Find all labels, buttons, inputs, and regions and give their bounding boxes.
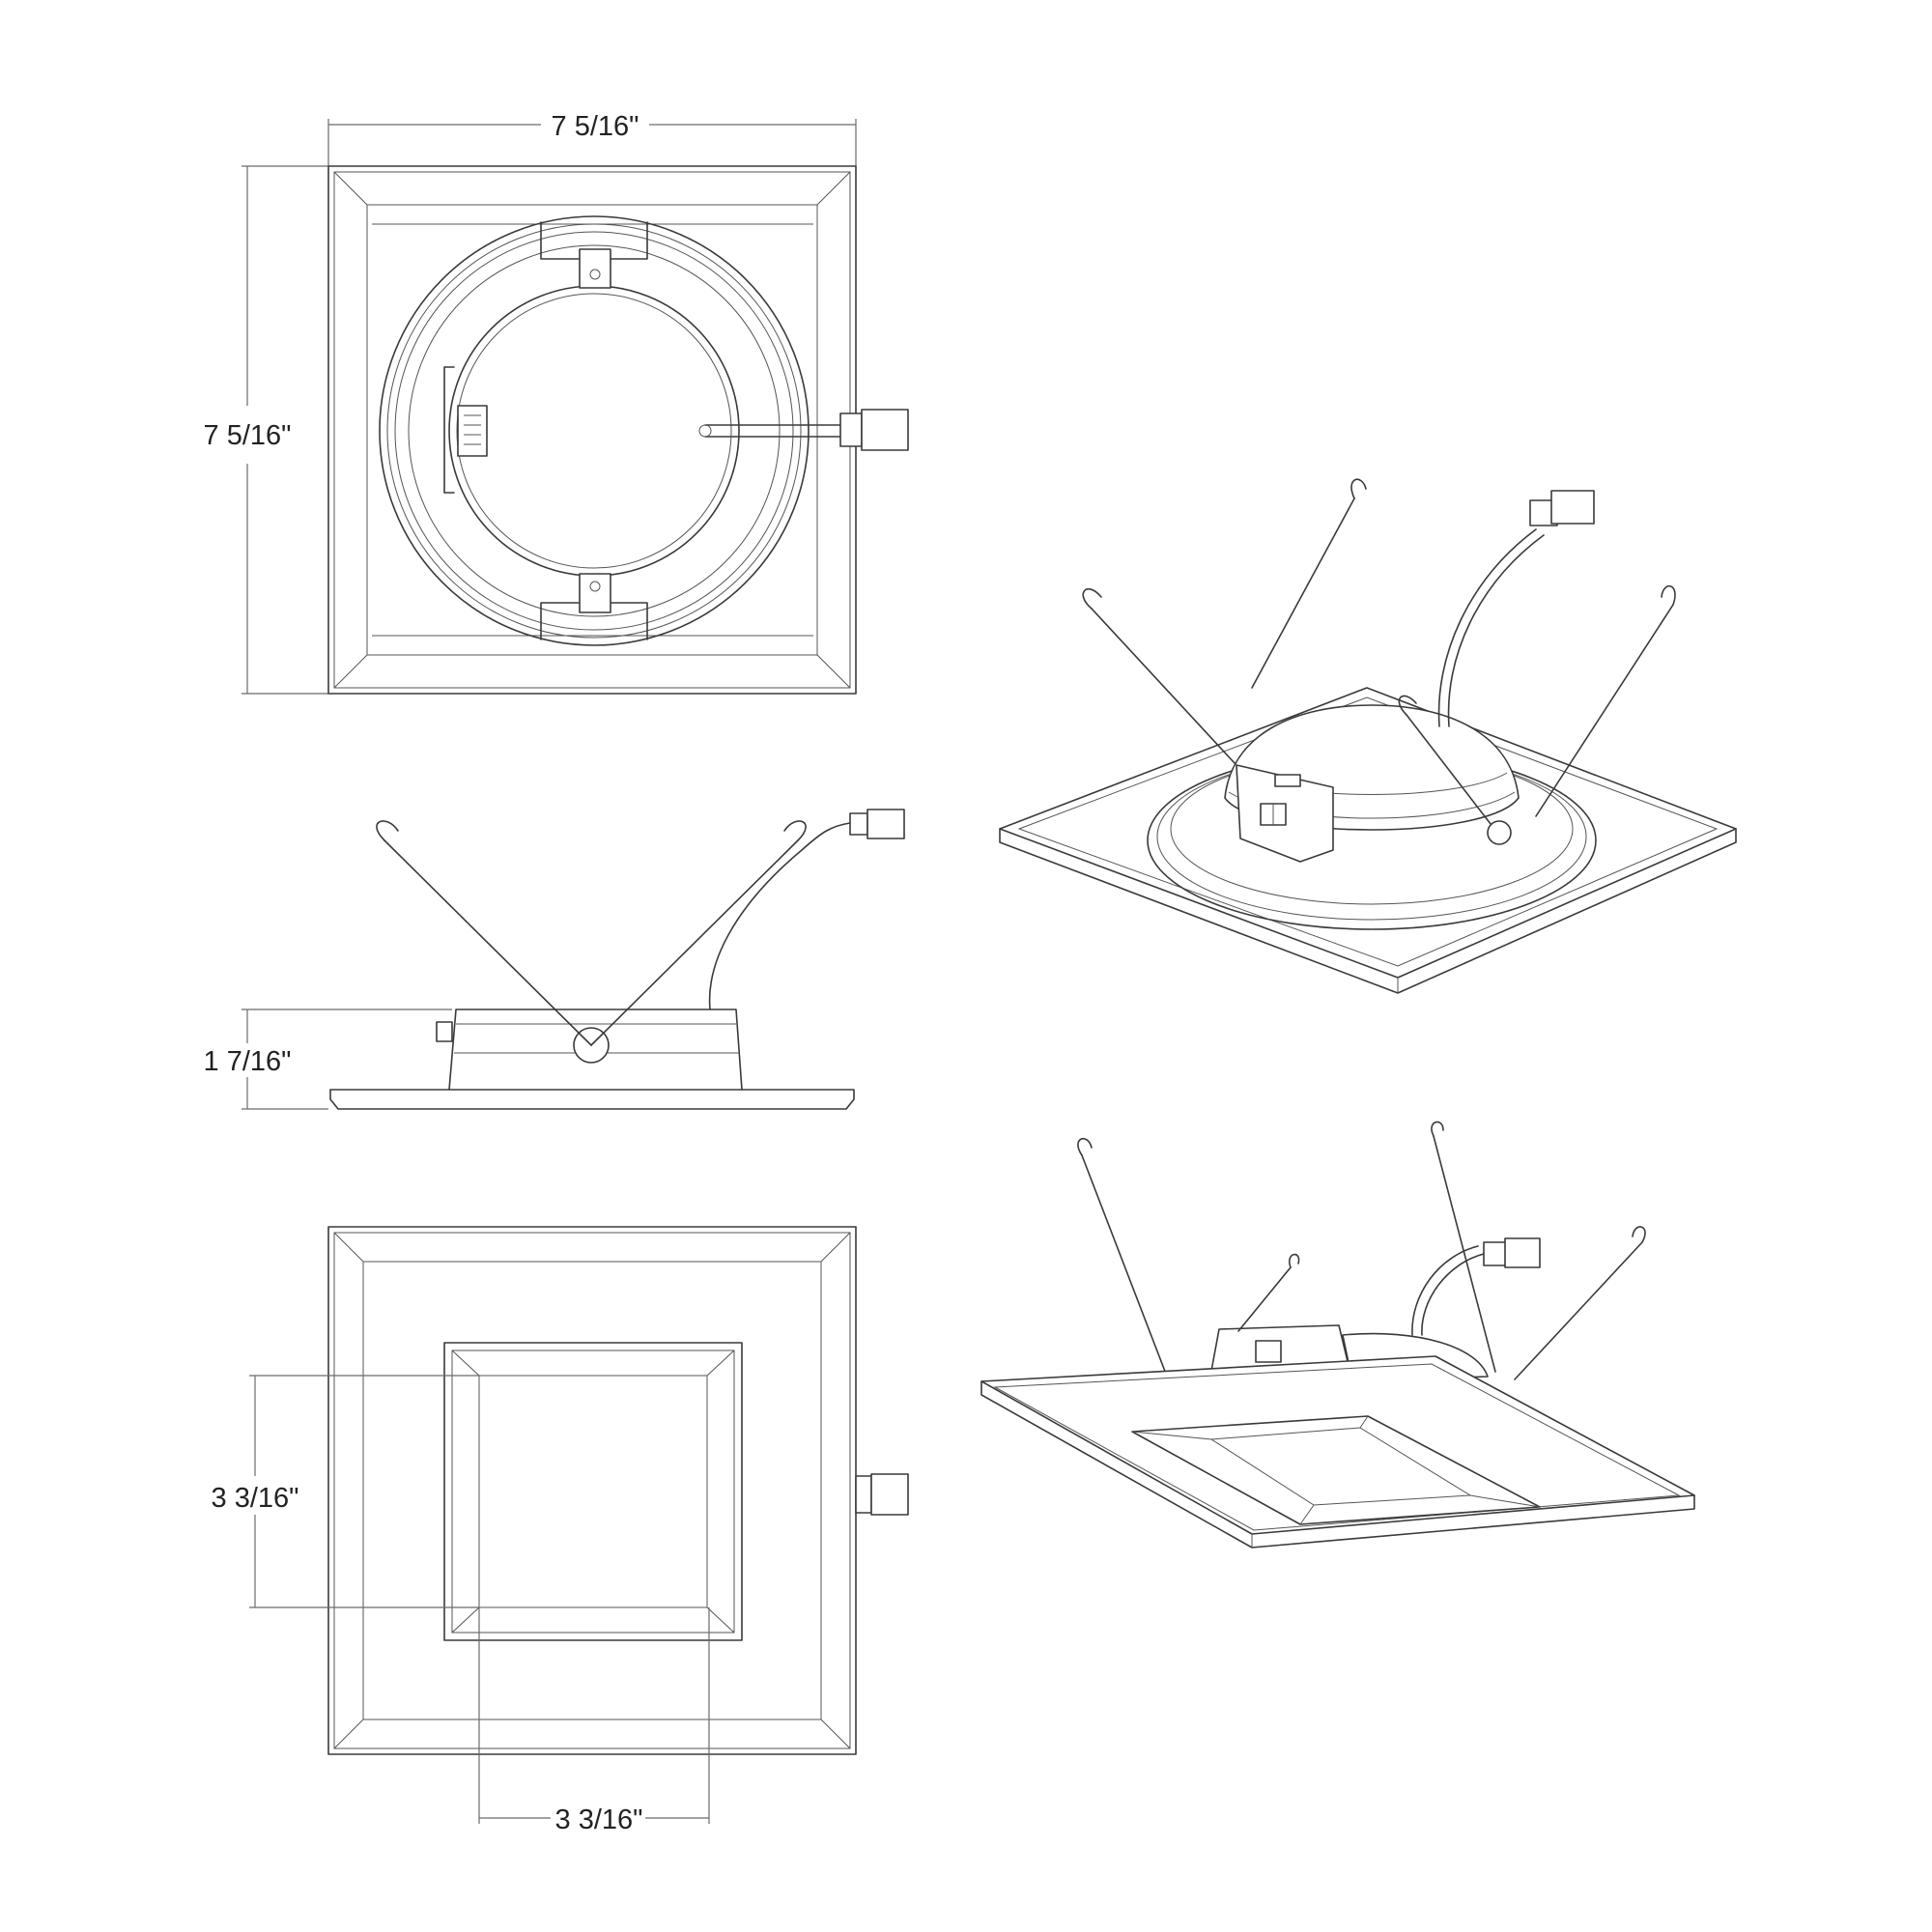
front-view-trim: 3 3/16" 3 3/16" — [212, 1226, 909, 1835]
iso-view-bottom — [980, 1121, 1695, 1548]
top-view-back: 7 5/16" 7 5/16" — [204, 111, 909, 695]
aperture-width-dimension-label: 3 3/16" — [555, 1804, 643, 1835]
side-view: 1 7/16" — [204, 809, 905, 1110]
iso-view-top — [999, 478, 1737, 994]
side-height-dimension-label: 1 7/16" — [204, 1046, 292, 1077]
aperture-height-dimension-label: 3 3/16" — [212, 1483, 299, 1514]
top-height-dimension-label: 7 5/16" — [204, 420, 292, 451]
top-width-dimension-label: 7 5/16" — [552, 111, 639, 142]
